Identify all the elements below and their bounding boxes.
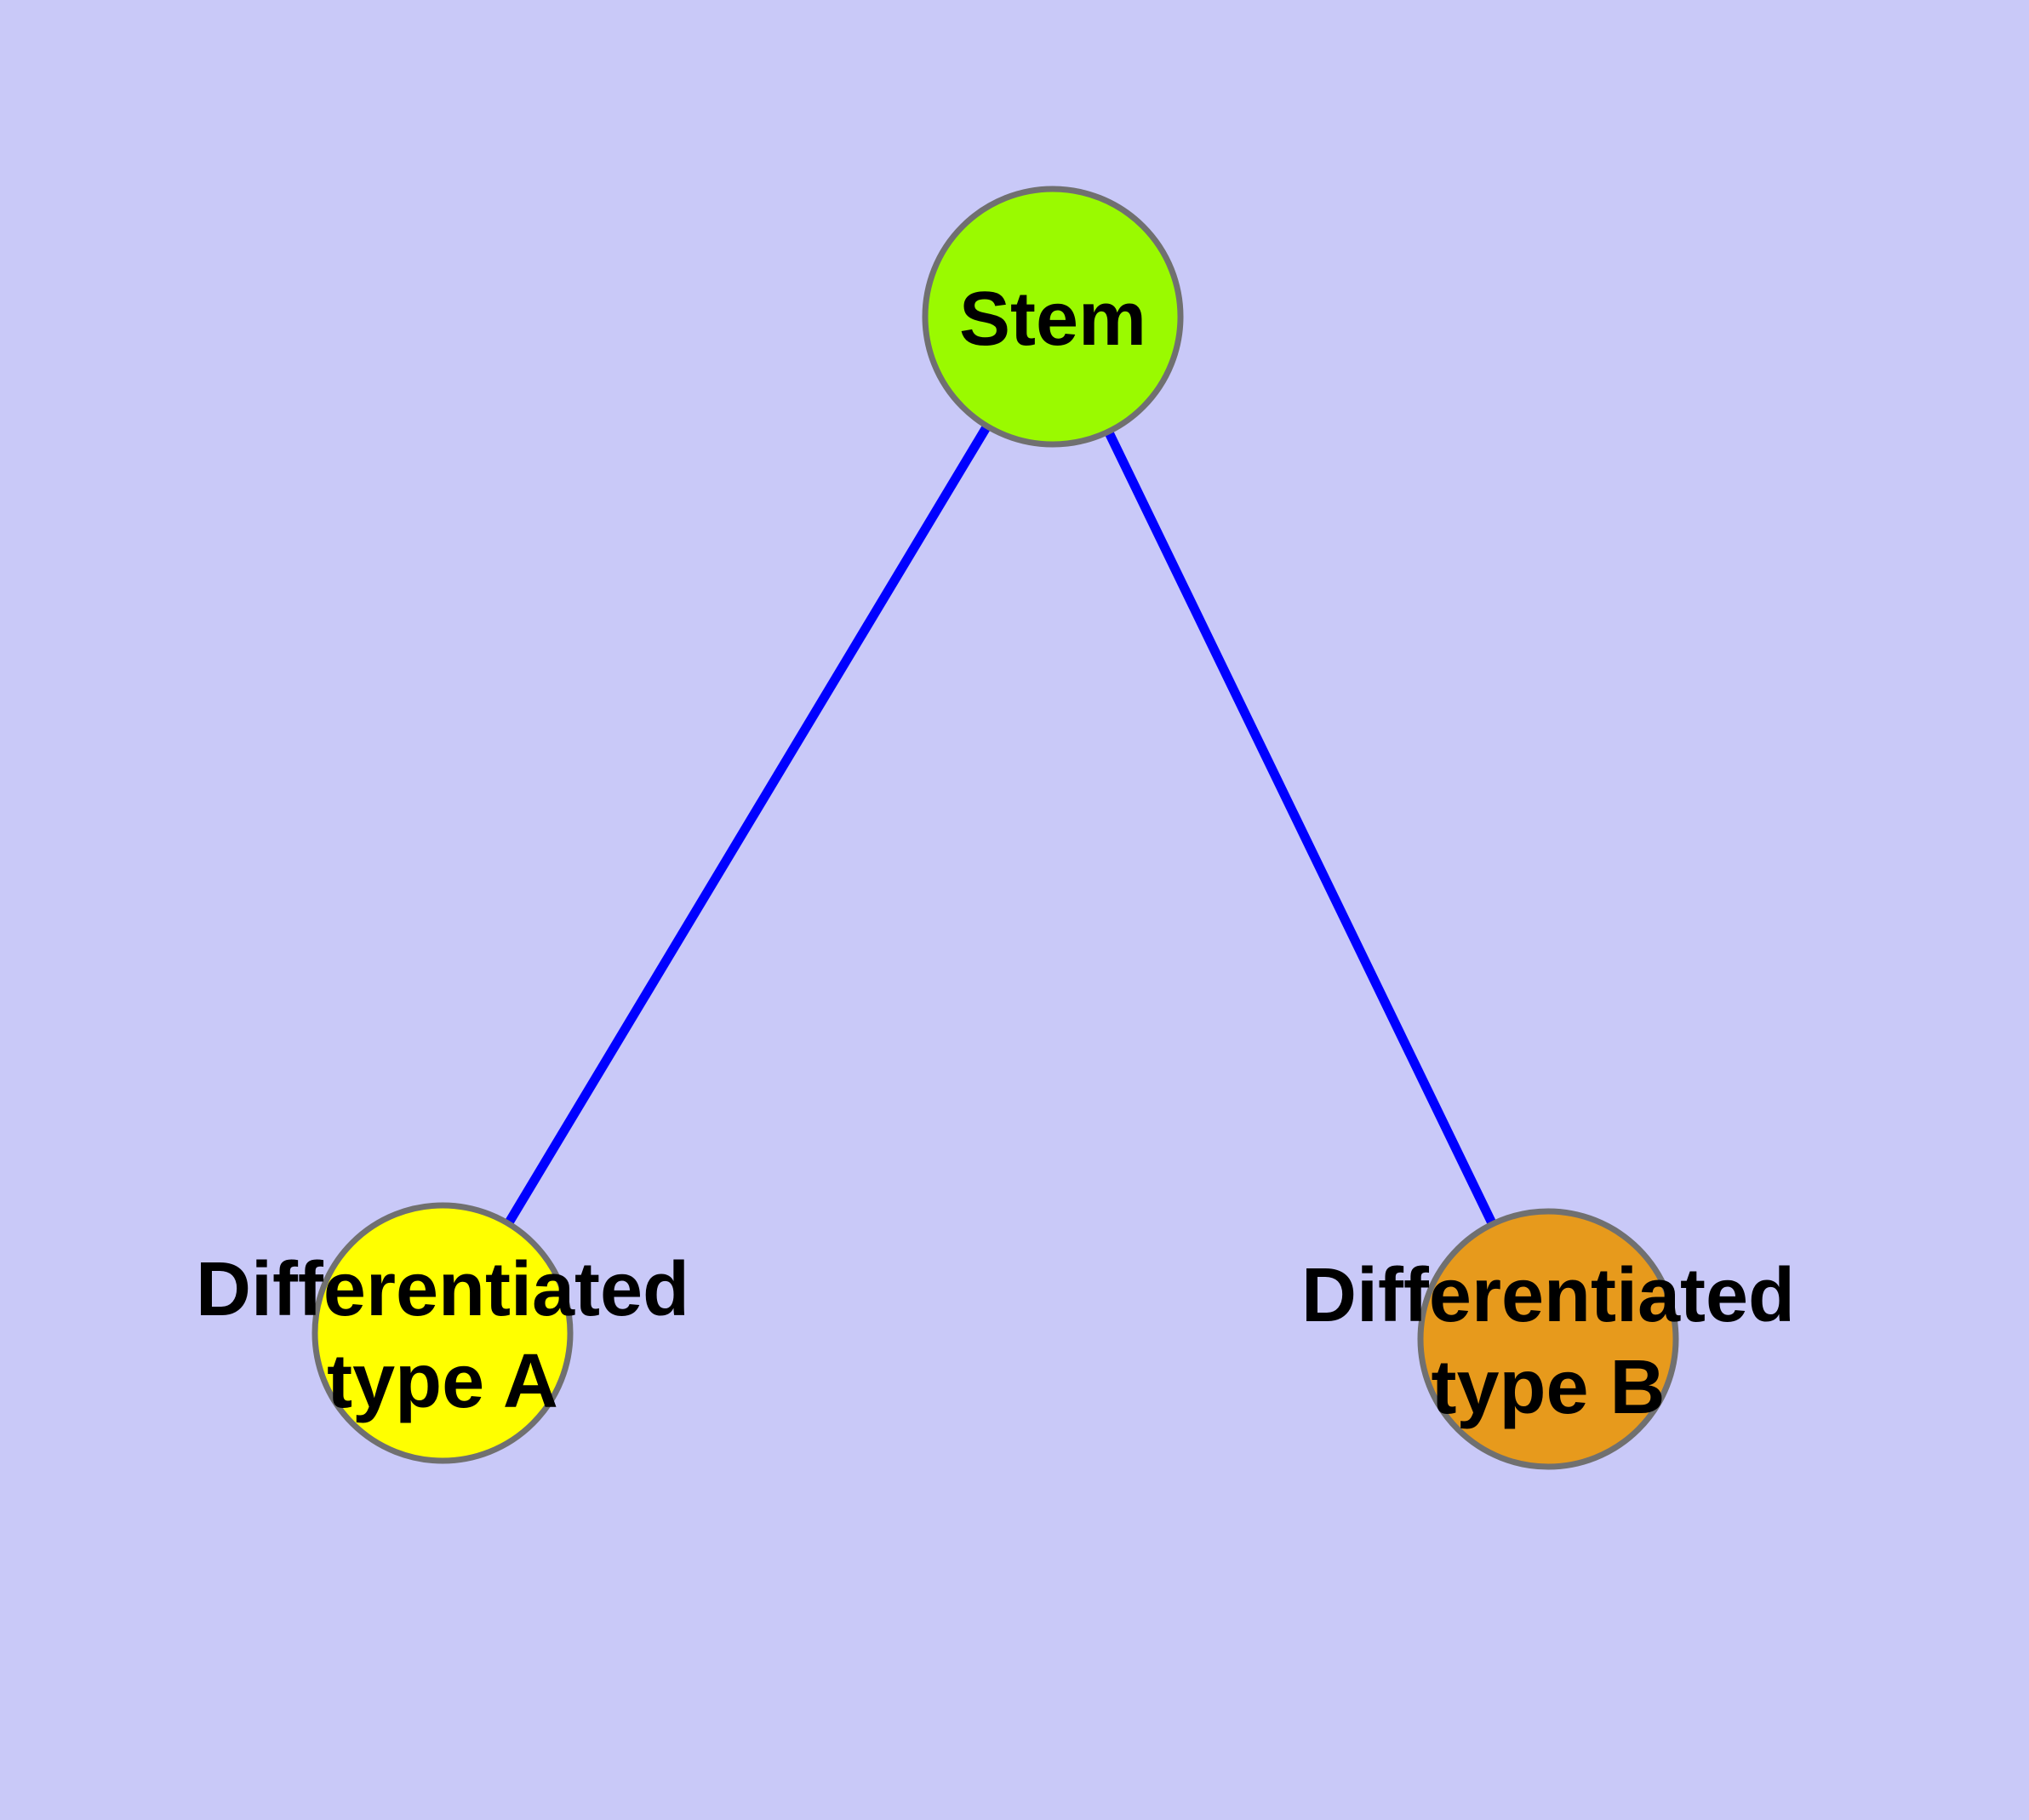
node-stem	[922, 186, 1184, 448]
edge-stem-to-type-a	[438, 314, 1057, 1336]
node-stem-label: Stem	[959, 277, 1146, 362]
node-type-a-label-line2: type A	[327, 1339, 558, 1424]
edge-stem-to-type-b	[1049, 314, 1552, 1342]
node-type-b-label-line1: Differentiated	[1301, 1253, 1795, 1338]
node-differentiated-type-a	[311, 1202, 574, 1464]
node-type-b-label-line2: type B	[1431, 1345, 1665, 1430]
edge-group	[438, 314, 1552, 1342]
node-type-a-label-line1: Differentiated	[196, 1247, 689, 1332]
node-differentiated-type-b	[1417, 1208, 1679, 1470]
